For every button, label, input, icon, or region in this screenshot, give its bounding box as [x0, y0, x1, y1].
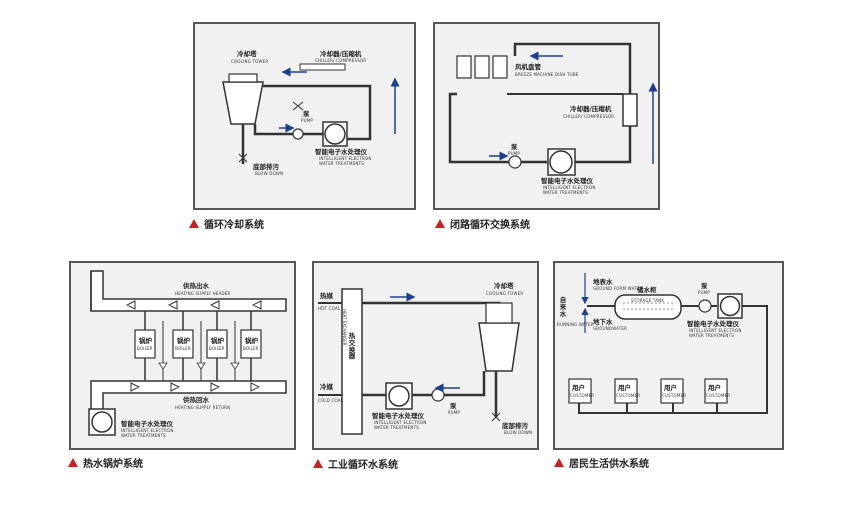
panel-residential-supply: 地表水 GROUND FORM WATER 自来水 RUNNING WATER … — [553, 261, 784, 450]
triangle-marker-icon — [68, 458, 78, 467]
label-heating-supply-en: HEATING SUPPLY HEADER — [175, 291, 231, 296]
label-heat-exchanger: 热交换器 — [348, 332, 356, 361]
caption-text: 热水锅炉系统 — [83, 459, 143, 470]
label-heating-return: 供热回水 — [183, 396, 209, 404]
label-device-en2: WATER TREATMENTS — [319, 161, 364, 166]
label-device-en2: WATER TREATMENTS — [543, 190, 588, 195]
label-pump: 泵 — [511, 143, 518, 151]
triangle-marker-icon — [313, 459, 323, 468]
label-ground-water: 地表水 — [593, 278, 613, 286]
caption-hot-water-boiler: 热水锅炉系统 — [68, 455, 143, 470]
label-ground-water-en: GROUND FORM WATER — [593, 286, 643, 291]
panel-circulating-cooling: 冷却塔 COOLING TOWER 冷却器/压缩机 CHILLER/ COMPR… — [193, 22, 416, 210]
caption-closed-loop: 闭路循环交换系统 — [435, 216, 530, 231]
label-boiler-2-en: BOILER — [175, 346, 191, 351]
label-tap-water: 自来水 — [559, 296, 567, 318]
label-device: 智能电子水处理仪 — [315, 148, 367, 156]
label-boiler-3-en: BOILER — [209, 346, 225, 351]
caption-text: 闭路循环交换系统 — [450, 220, 530, 231]
diagram-hot-water-boiler — [88, 270, 287, 436]
label-fan-coil-en: BREEZE MACHINE DISH TUBE — [515, 72, 579, 77]
panel-closed-loop: 风机盘管 BREEZE MACHINE DISH TUBE 冷却器/压缩机 CH… — [433, 22, 660, 210]
label-chiller: 冷却器/压缩机 — [320, 50, 362, 58]
label-blow-down-en: BLOW DOWN — [504, 430, 533, 435]
label-device-en2: WATER TREATMENTS — [689, 333, 734, 338]
label-device-en1: INTELLIGENT ELECTRON — [374, 420, 427, 425]
label-hot-coal-en: HOT COAL — [318, 306, 341, 311]
label-customer-1-en: CUSTOMER — [570, 393, 595, 398]
label-tap-water-en: RUNNING WATER — [557, 322, 594, 327]
label-boiler-3: 锅炉 — [211, 337, 224, 345]
label-pump-en: PUMP — [508, 151, 521, 156]
label-chiller: 冷却器/压缩机 — [570, 105, 612, 113]
label-pump-en: PUMP — [698, 290, 711, 295]
triangle-marker-icon — [554, 458, 564, 467]
label-device-en1: INTELLIGENT ELECTRON — [689, 328, 742, 333]
label-device-en1: INTELLIGENT ELECTRON — [121, 428, 174, 433]
label-device-en1: INTELLIGENT ELECTRON — [543, 185, 596, 190]
diagram-residential-supply — [568, 273, 768, 414]
label-storage-tank: 储水柜 — [637, 286, 657, 294]
label-customer-2-en: CUSTOMER — [616, 393, 641, 398]
caption-text: 居民生活供水系统 — [569, 459, 649, 470]
label-underground-water: 地下水 — [593, 318, 613, 326]
caption-circulating-cooling: 循环冷却系统 — [189, 216, 264, 231]
label-hot-coal: 热媒 — [320, 292, 333, 300]
label-cold-coal-en: COLD COAL — [318, 398, 344, 403]
caption-text: 工业循环水系统 — [328, 460, 398, 471]
label-device-en2: WATER TREATMENTS — [121, 433, 166, 438]
label-storage-tank-en: STORAGE TANK — [631, 298, 665, 303]
label-blow-down-en: BLOW DOWN — [255, 171, 284, 176]
panel-hot-water-boiler: 供热出水 HEATING SUPPLY HEADER 供热回水 HEATING … — [69, 261, 296, 450]
caption-residential-supply: 居民生活供水系统 — [554, 455, 649, 470]
diagram-closed-loop — [448, 42, 658, 176]
label-device: 智能电子水处理仪 — [541, 177, 593, 185]
label-device: 智能电子水处理仪 — [372, 412, 424, 420]
caption-text: 循环冷却系统 — [204, 220, 264, 231]
label-pump: 泵 — [303, 110, 310, 118]
label-heating-supply: 供热出水 — [183, 282, 209, 290]
label-customer-3-en: CUSTOMER — [662, 393, 687, 398]
label-cooling-tower-en: COOLING TOWER — [231, 59, 269, 64]
label-underground-water-en: GROUNDWATER — [593, 326, 628, 331]
label-customer-3: 用户 — [664, 384, 677, 392]
label-customer-2: 用户 — [618, 384, 631, 392]
label-cooling-tower: 冷却塔 — [494, 282, 514, 290]
label-device: 智能电子水处理仪 — [687, 320, 739, 328]
label-chiller-en: CHILLER/ COMPRESSOR — [315, 58, 367, 63]
label-boiler-1-en: BOILER — [137, 346, 153, 351]
label-blow-down: 底部排污 — [502, 422, 528, 430]
label-boiler-4-en: BOILER — [243, 346, 259, 351]
label-pump-en: PUMP — [301, 118, 314, 123]
label-boiler-4: 锅炉 — [245, 337, 258, 345]
label-customer-1: 用户 — [572, 384, 585, 392]
label-cold-coal: 冷媒 — [320, 383, 333, 391]
triangle-marker-icon — [189, 219, 199, 228]
label-cooling-tower: 冷却塔 — [237, 50, 257, 58]
label-pump: 泵 — [450, 402, 457, 410]
panel-industrial-circulating: 热媒 HOT COAL 冷媒 COLD COAL 热交换器 HEAT EXCHA… — [312, 261, 539, 450]
label-device-en1: INTELLIGENT ELECTRON — [319, 156, 372, 161]
label-chiller-en: CHILLER/ COMPRESSOR — [563, 114, 615, 119]
label-heat-exchanger-en: HEAT EXCHANGER — [342, 309, 347, 346]
caption-industrial-circulating: 工业循环水系统 — [313, 456, 398, 471]
label-fan-coil: 风机盘管 — [515, 63, 541, 71]
label-boiler-2: 锅炉 — [177, 337, 190, 345]
label-pump: 泵 — [701, 282, 708, 290]
label-device-en2: WATER TREATMENTS — [374, 425, 419, 430]
label-blow-down: 底部排污 — [253, 163, 279, 171]
label-customer-4: 用户 — [708, 384, 721, 392]
label-customer-4-en: CUSTOMER — [706, 393, 731, 398]
label-device: 智能电子水处理仪 — [121, 420, 173, 428]
label-boiler-1: 锅炉 — [139, 337, 152, 345]
label-pump-en: PUMP — [448, 410, 461, 415]
diagram-industrial-circulating — [318, 288, 520, 435]
diagram-circulating-cooling — [222, 63, 400, 164]
label-heating-return-en: HEATING SUPPLY RETURN — [175, 405, 231, 410]
label-cooling-tower-en: COOLING TOWER — [486, 291, 524, 296]
triangle-marker-icon — [435, 219, 445, 228]
